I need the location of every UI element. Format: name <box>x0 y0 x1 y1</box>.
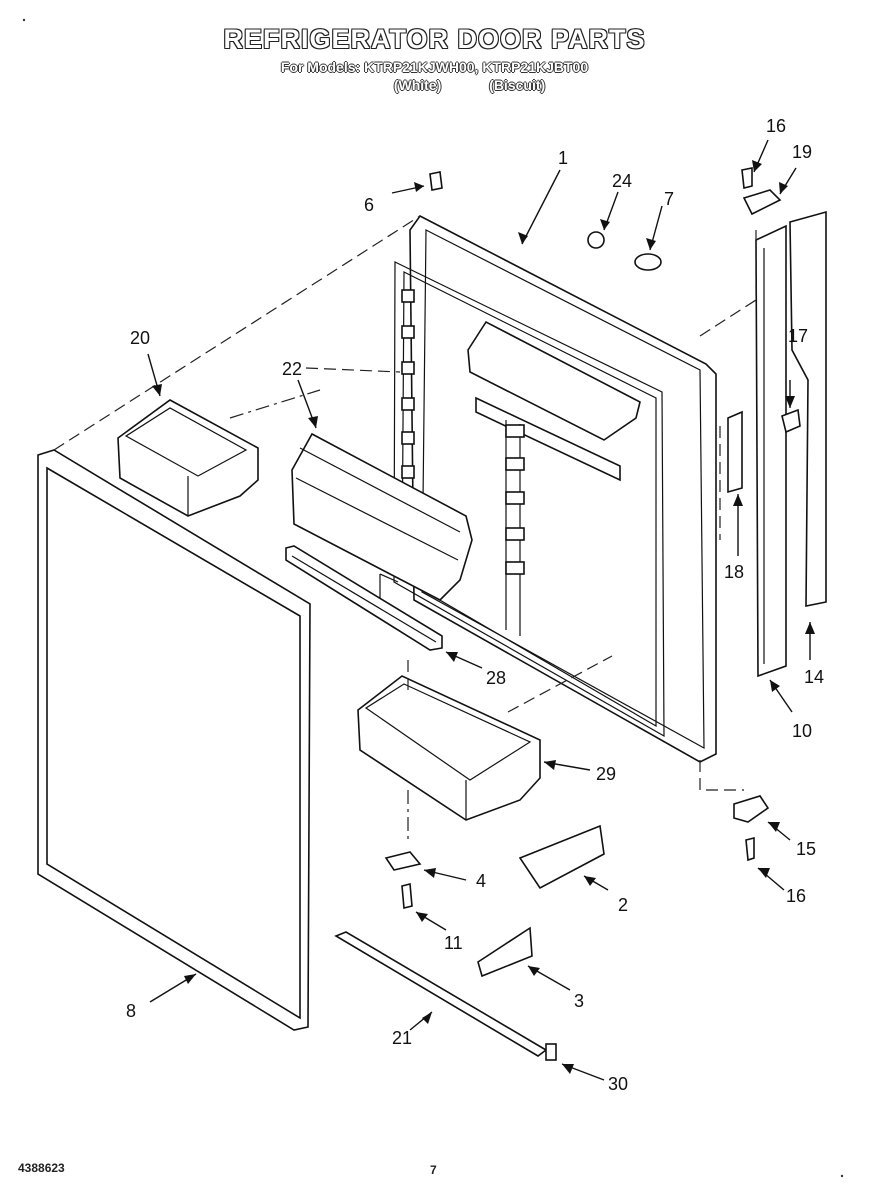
color-variants: (White) (Biscuit) <box>0 77 869 93</box>
callout-leaders <box>147 139 815 1081</box>
callout-18: 18 <box>724 562 744 582</box>
models-line: For Models: KTRP21KJWH00, KTRP21KJBT00 <box>280 59 589 75</box>
door-liner-part <box>379 214 717 763</box>
callout-28: 28 <box>486 668 506 688</box>
callout-3: 3 <box>574 991 584 1011</box>
callout-21: 21 <box>392 1028 412 1048</box>
dairy-door-part <box>291 432 473 601</box>
door-gasket-part <box>37 449 311 1031</box>
small-hardware-parts <box>334 171 662 1061</box>
large-bin-part <box>357 675 541 821</box>
assembly-lines <box>53 215 757 840</box>
document-number: 4388623 <box>18 1161 65 1175</box>
liner-shelf-tabs-center <box>505 424 525 575</box>
callout-4: 4 <box>476 871 486 891</box>
callout-10: 10 <box>792 721 812 741</box>
callout-2: 2 <box>618 895 628 915</box>
small-bin-part <box>117 399 259 517</box>
scan-speck-bottom-right <box>840 1174 844 1178</box>
callout-29: 29 <box>596 764 616 784</box>
callout-22: 22 <box>282 359 302 379</box>
callout-20: 20 <box>130 328 150 348</box>
callout-1: 1 <box>558 148 568 168</box>
callout-11: 11 <box>444 933 463 953</box>
callout-24: 24 <box>612 171 632 191</box>
callout-16-bottom: 16 <box>786 886 806 906</box>
callout-16-top: 16 <box>766 116 786 136</box>
callout-6: 6 <box>364 195 374 215</box>
callout-30: 30 <box>608 1074 628 1094</box>
callout-19: 19 <box>792 142 812 162</box>
liner-shelf-tabs-left <box>401 289 415 479</box>
callout-numbers: 1 6 24 7 16 19 20 22 17 18 28 14 10 29 1… <box>126 116 824 1094</box>
variant-biscuit-label: (Biscuit) <box>489 77 546 93</box>
scan-speck-top-left <box>22 18 26 22</box>
callout-7: 7 <box>664 189 674 209</box>
callout-15: 15 <box>796 839 816 859</box>
callout-8: 8 <box>126 1001 136 1021</box>
variant-white-label: (White) <box>393 77 442 93</box>
page-title: REFRIGERATOR DOOR PARTS <box>223 24 646 54</box>
shelf-trim-part <box>285 545 443 651</box>
callout-14: 14 <box>804 667 824 687</box>
callout-17: 17 <box>788 326 808 346</box>
page-number: 7 <box>430 1163 437 1177</box>
door-handle-part <box>727 167 827 862</box>
